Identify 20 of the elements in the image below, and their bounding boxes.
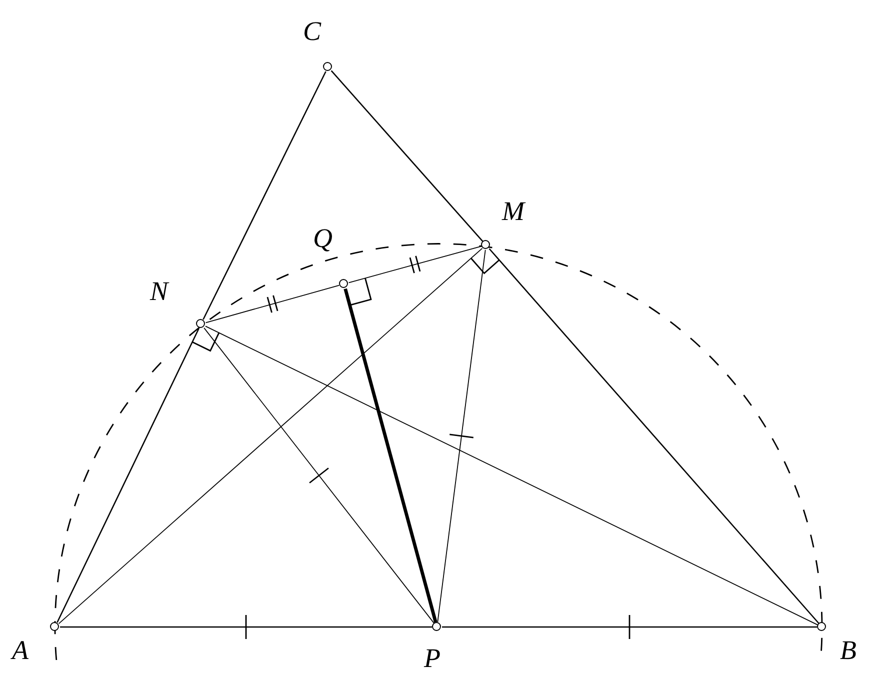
point-label: P <box>424 645 440 672</box>
line-segment <box>330 70 484 242</box>
line-segment <box>204 328 434 624</box>
point-label: A <box>12 637 28 664</box>
line-segment <box>488 248 820 624</box>
point-label: Q <box>313 225 332 252</box>
point-label: C <box>303 18 322 45</box>
line-segment <box>437 250 486 622</box>
line-segment <box>56 328 200 623</box>
point-label: N <box>150 278 168 305</box>
line-segment <box>442 626 817 628</box>
line-segment <box>205 326 818 626</box>
line-segment <box>58 248 483 624</box>
line-segment <box>348 246 482 284</box>
point-label: M <box>502 198 524 225</box>
thick-line-segment <box>344 288 438 623</box>
line-segment <box>202 71 326 320</box>
line-segment <box>205 284 340 324</box>
line-segment <box>60 626 432 628</box>
point-label: B <box>840 637 856 664</box>
